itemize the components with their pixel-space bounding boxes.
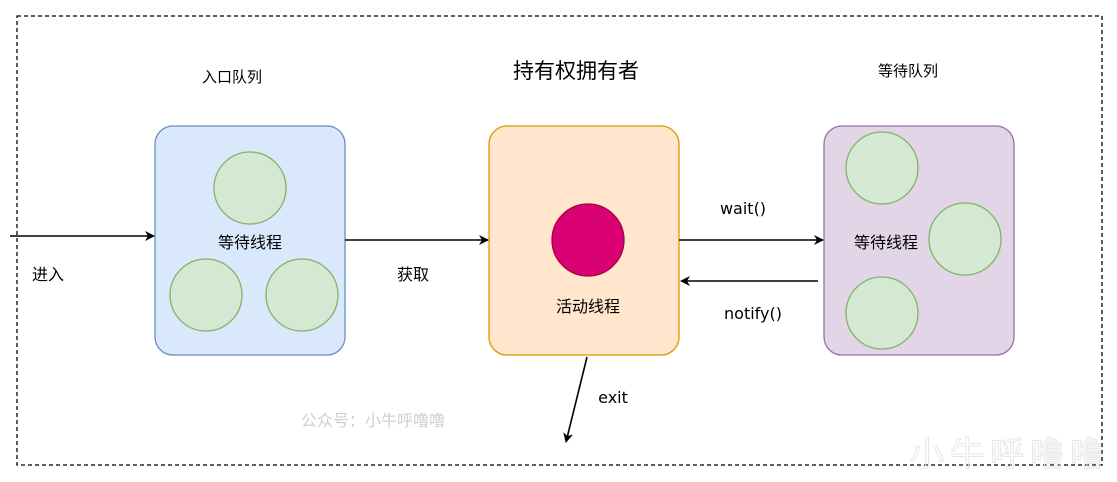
entry-queue-heading: 入口队列 (202, 68, 262, 86)
exit-arrow (563, 356, 588, 443)
watermark-corner: 小牛呼噜噜 (910, 435, 1110, 475)
wait-label: wait() (720, 199, 766, 218)
wait-queue-heading: 等待队列 (878, 62, 938, 80)
owner: 活动线程 (488, 125, 680, 356)
owner-label: 活动线程 (556, 297, 620, 316)
entry-thread-circle (265, 258, 339, 332)
wait-thread-circle (928, 202, 1002, 276)
outer-frame (16, 15, 1103, 466)
acquire-label: 获取 (397, 265, 429, 284)
entry-queue-label: 等待线程 (218, 233, 282, 252)
active-thread-circle (551, 203, 625, 277)
watermark-center: 公众号：小牛呼噜噜 (301, 411, 445, 430)
wait-queue: 等待线程 (823, 125, 1015, 356)
entry-thread-circle (213, 151, 287, 225)
wait-queue-label: 等待线程 (854, 233, 918, 252)
wait-thread-circle (845, 131, 919, 205)
enter-label: 进入 (32, 265, 64, 284)
exit-label: exit (598, 388, 628, 407)
wait-thread-circle (845, 276, 919, 350)
owner-heading: 持有权拥有者 (513, 59, 639, 83)
entry-queue: 等待线程 (154, 125, 346, 356)
entry-thread-circle (169, 258, 243, 332)
notify-label: notify() (724, 304, 782, 323)
